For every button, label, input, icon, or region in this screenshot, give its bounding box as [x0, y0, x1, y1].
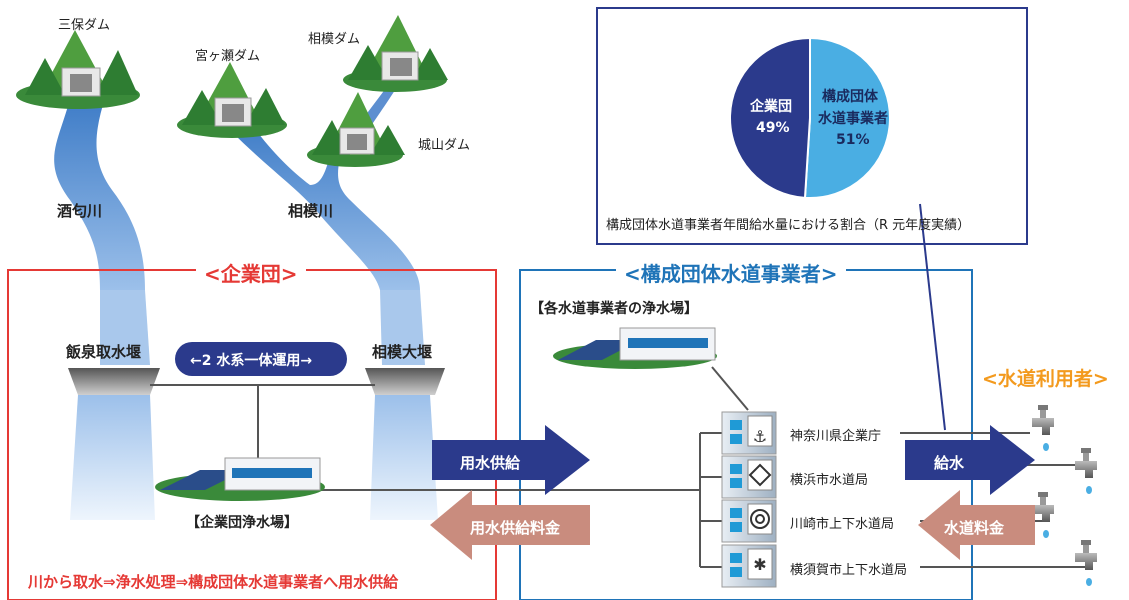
- svg-text:✱: ✱: [753, 555, 766, 574]
- kigyodan-title: <企業団>: [196, 258, 306, 287]
- dam-miyagase-graphic: [177, 62, 287, 138]
- weir-iizumi-shape: [68, 368, 160, 395]
- pie-value-kigyodan: 49%: [756, 120, 790, 136]
- kigyodan-plant-label: 【企業団浄水場】: [186, 515, 298, 531]
- kigyodan-footer: 川から取水⇒浄水処理⇒構成団体水道事業者へ用水供給: [28, 573, 399, 591]
- dam-label-shiroyama: 城山ダム: [418, 138, 471, 153]
- utility-buildings: ✱ ⚓: [721, 411, 777, 588]
- utility-kanagawa: 神奈川県企業庁: [790, 429, 882, 444]
- pie-label-kigyodan: 企業団: [750, 99, 792, 115]
- svg-text:⚓: ⚓: [753, 427, 767, 446]
- utility-yokohama: 横浜市水道局: [790, 473, 869, 488]
- supply-fee-arrow-label: 用水供給料金: [470, 519, 561, 537]
- pie-slice-1: [803, 36, 891, 199]
- river-label-sakawa: 酒匂川: [57, 202, 103, 220]
- operation-pill: [175, 342, 347, 376]
- operation-label: ←2 水系一体運用→: [190, 353, 313, 369]
- pie-value-members: 51%: [836, 132, 870, 148]
- water-fee-arrow-shape: [918, 490, 1035, 560]
- delivery-arrow-shape: [905, 425, 1035, 495]
- weir-sagami-shape: [365, 368, 445, 395]
- dam-label-miyagase: 宮ヶ瀬ダム: [195, 49, 261, 64]
- river-sakawa: [54, 98, 155, 520]
- members-plants-label: 【各水道事業者の浄水場】: [530, 301, 698, 317]
- dam-miho-graphic: [16, 30, 140, 109]
- supply-fee-arrow-shape: [430, 490, 590, 560]
- dam-sagami-graphic: [343, 15, 448, 92]
- pie-caption: 構成団体水道事業者年間給水量における割合（R 元年度実績）: [606, 218, 971, 233]
- pie-chart: [729, 36, 891, 199]
- water-fee-arrow-label: 水道料金: [944, 519, 1005, 537]
- supply-arrow-label: 用水供給: [460, 454, 521, 472]
- dam-label-miho: 三保ダム: [58, 18, 111, 33]
- dam-shiroyama-graphic: [307, 92, 405, 167]
- delivery-arrow-label: 給水: [934, 454, 965, 472]
- users-title: <水道利用者>: [982, 368, 1109, 390]
- utility-kawasaki: 川崎市上下水道局: [790, 517, 895, 532]
- kigyodan-plant-graphic: [155, 457, 325, 501]
- supply-arrow-shape: [432, 425, 590, 495]
- pie-slice-0: [729, 36, 811, 199]
- utility-yokosuka: 横須賀市上下水道局: [790, 563, 908, 578]
- river-label-sagami: 相模川: [288, 202, 334, 220]
- members-title: <構成団体水道事業者>: [616, 258, 846, 287]
- tap-icons: [1032, 405, 1097, 586]
- members-plant-graphic: [553, 327, 717, 369]
- pie-label-members-2: 水道事業者: [818, 111, 888, 127]
- pie-label-members-1: 構成団体: [822, 89, 878, 105]
- weir-label-iizumi: 飯泉取水堰: [66, 343, 142, 361]
- weir-label-sagami: 相模大堰: [372, 343, 433, 361]
- dam-label-sagami: 相模ダム: [308, 32, 361, 47]
- pie-frame: [596, 7, 1028, 245]
